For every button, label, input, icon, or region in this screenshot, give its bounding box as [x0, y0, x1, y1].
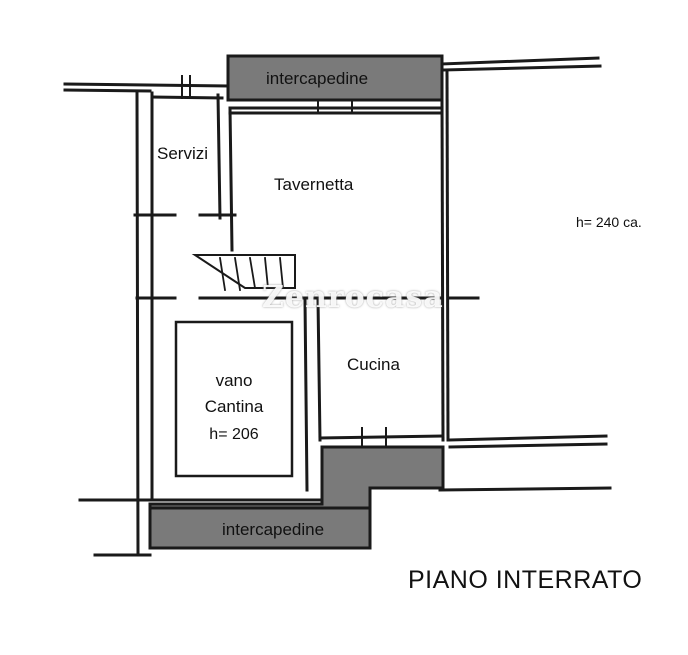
- wall-right-bottom-2: [448, 442, 608, 449]
- intercapedine-top-fill: [226, 54, 444, 102]
- stair-step: [279, 257, 284, 289]
- wall-cucina-left: [316, 298, 322, 442]
- intercapedine-bottom-fill: [148, 445, 445, 510]
- stair-step: [264, 257, 269, 289]
- stair-step: [233, 256, 242, 292]
- floor-title: PIANO INTERRATO: [408, 566, 643, 594]
- room-label-tavernetta: Tavernetta: [274, 175, 354, 194]
- room-label-cantina-line2: Cantina: [204, 397, 264, 416]
- wall-servizi-top: [150, 95, 224, 100]
- wall-servizi-right: [216, 93, 222, 220]
- wall-tavernetta-left: [228, 106, 234, 252]
- intercapedine-bottom-band: [148, 506, 372, 550]
- wall-lower-right: [438, 486, 612, 492]
- wall-cucina-bottom: [318, 434, 444, 440]
- wall-right: [440, 98, 445, 442]
- room-label-intercapedine-top: intercapedine: [266, 69, 369, 88]
- stair-step: [248, 256, 257, 290]
- room-label-cucina: Cucina: [347, 355, 400, 374]
- cantina-box: [174, 320, 294, 478]
- wall-top-right: [440, 56, 600, 66]
- wall-right-bottom: [448, 434, 608, 442]
- wall-top-left: [63, 82, 230, 88]
- wall-right-outer: [445, 68, 450, 442]
- wall-cantina-right: [303, 298, 309, 492]
- stairs-outline: [191, 254, 296, 289]
- ceiling-height-note: h= 240 ca.: [576, 214, 642, 230]
- cantina-height-label: h= 206: [209, 426, 259, 443]
- watermark: Zenrocasa: [262, 280, 444, 315]
- stair-step: [218, 256, 227, 292]
- room-label-cantina-line1: vano: [215, 371, 253, 390]
- room-label-servizi: Servizi: [157, 144, 209, 163]
- wall-top-right-inner: [442, 64, 602, 72]
- wall-left-outer: [135, 90, 140, 557]
- room-label-intercapedine-bottom: intercapedine: [222, 520, 325, 539]
